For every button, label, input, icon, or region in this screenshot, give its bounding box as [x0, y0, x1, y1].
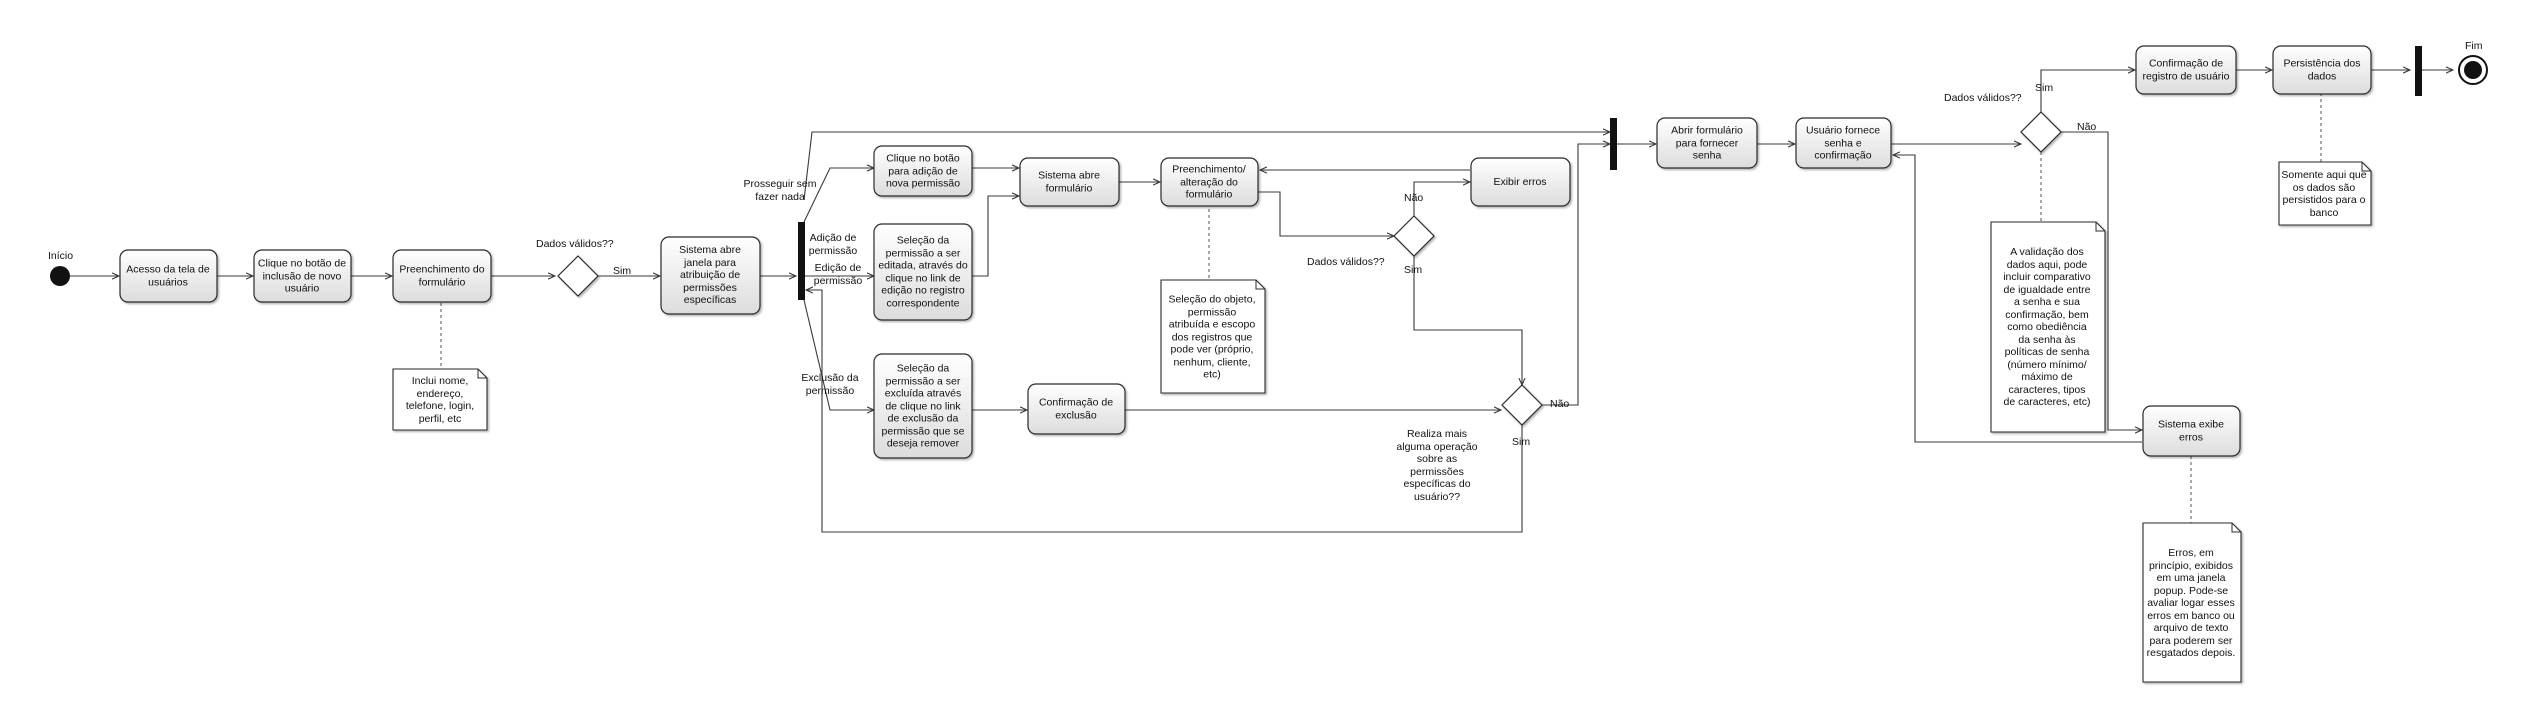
start-label: Início	[48, 250, 74, 262]
activity-box-exibir-erros	[1470, 157, 1571, 207]
note-box-inclui-nome	[392, 368, 488, 431]
end-label: Fim	[2465, 40, 2483, 52]
decision-realiza-mais	[1501, 384, 1543, 426]
activity-box-persistencia	[2272, 45, 2372, 95]
note-box-selecao-objeto	[1160, 279, 1266, 394]
activity-box-sistema-exibe-erros	[2142, 405, 2241, 457]
start-node	[50, 266, 70, 286]
note-box-erros-popup	[2142, 522, 2242, 683]
activity-box-preenchimento-alteracao	[1160, 157, 1259, 207]
label-sim-1: Sim	[613, 265, 632, 277]
join-bar-password	[1610, 118, 1617, 170]
label-dados-validos-3: Dados válidos??	[1944, 92, 2022, 104]
fork-bar-permissions	[798, 222, 805, 300]
edges	[70, 70, 2453, 533]
label-nao-4: Não	[2077, 121, 2097, 133]
activity-box-acesso	[119, 249, 218, 303]
activity-box-selecao-excluida	[873, 353, 973, 459]
decision-dados-validos-1	[557, 255, 599, 297]
activity-box-clique-adicao	[873, 145, 973, 197]
activity-box-sistema-abre-janela	[660, 236, 761, 315]
decision-dados-validos-3	[2020, 111, 2062, 153]
activity-box-clique-inclusao	[253, 249, 352, 303]
activity-box-usuario-fornece-senha	[1795, 117, 1892, 169]
note-box-somente-aqui	[2278, 161, 2372, 226]
activity-box-confirmacao-exclusao	[1027, 383, 1126, 435]
activity-box-preenchimento	[392, 249, 492, 303]
activity-box-confirmacao-registro	[2135, 45, 2237, 95]
label-sim-3: Sim	[1512, 436, 1531, 448]
activity-box-sistema-abre-formulario	[1019, 157, 1120, 207]
label-sim-2: Sim	[1404, 264, 1423, 276]
activity-box-abrir-formulario-senha	[1656, 117, 1758, 169]
join-bar-final	[2415, 46, 2422, 96]
end-node	[2458, 55, 2488, 85]
label-nao-3: Não	[1550, 398, 1570, 410]
decision-dados-validos-2	[1393, 215, 1435, 257]
note-box-validacao	[1990, 221, 2106, 433]
label-dados-validos-1: Dados válidos??	[536, 238, 614, 250]
label-dados-validos-2: Dados válidos??	[1307, 256, 1385, 268]
label-sim-4: Sim	[2035, 82, 2054, 94]
label-nao-2: Não	[1404, 192, 1424, 204]
activity-box-selecao-editada	[873, 223, 973, 321]
